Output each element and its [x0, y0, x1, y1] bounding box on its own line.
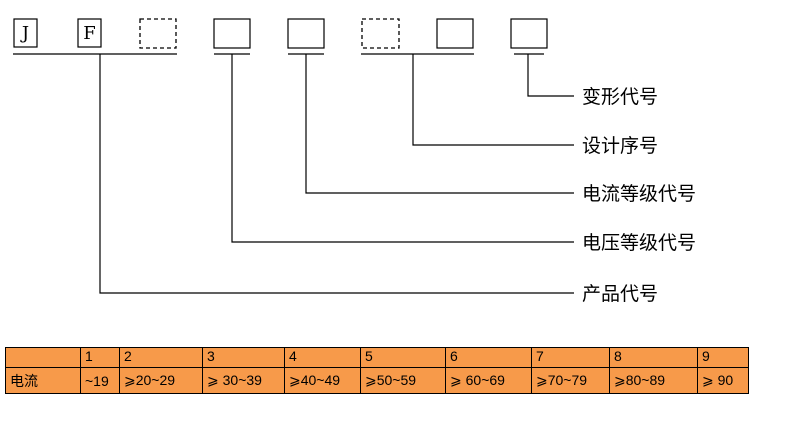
table-row-label: 电流 [5, 367, 81, 394]
current-level-table: 1 2 3 4 5 6 7 8 9 电流 ~19 ⩾20~29 ⩾ 30~39 … [5, 347, 749, 394]
code-box-4 [213, 18, 251, 49]
table-header-cell: 1 [80, 347, 120, 368]
code-box-3-dashed [139, 18, 177, 49]
table-header-cell: 6 [445, 347, 532, 368]
label-product-code: 产品代号 [582, 283, 658, 305]
table-row-current: 电流 ~19 ⩾20~29 ⩾ 30~39 ⩾40~49 ⩾50~59 ⩾ 60… [5, 367, 749, 394]
code-box-5 [287, 18, 325, 49]
model-code-diagram: J F 变形代号 设计序号 电流等级代号 电压等级代号 产品代号 [13, 18, 696, 305]
leader-current [305, 54, 574, 194]
table-header-row: 1 2 3 4 5 6 7 8 9 [5, 347, 749, 368]
table-cell: ~19 [80, 367, 120, 394]
leader-design [412, 54, 574, 146]
table-header-cell [5, 347, 81, 368]
table-header-cell: 3 [202, 347, 285, 368]
leader-voltage [231, 54, 574, 243]
code-box-1-text: J [20, 23, 29, 44]
table-cell: ⩾40~49 [284, 367, 361, 394]
label-current-level-code: 电流等级代号 [582, 183, 696, 205]
table-cell: ⩾ 30~39 [202, 367, 285, 394]
label-voltage-level-code: 电压等级代号 [582, 232, 696, 254]
table-header-cell: 2 [119, 347, 203, 368]
table-cell: ⩾20~29 [119, 367, 203, 394]
table-header-cell: 8 [609, 347, 698, 368]
leader-variant [527, 54, 574, 97]
table-header-cell: 4 [284, 347, 361, 368]
code-box-2: F [77, 18, 102, 48]
label-design-serial: 设计序号 [582, 135, 658, 157]
label-variant-code: 变形代号 [582, 86, 658, 108]
table-header-cell: 5 [360, 347, 446, 368]
leader-product [99, 54, 574, 294]
table-header-cell: 9 [697, 347, 749, 368]
table-cell: ⩾70~79 [531, 367, 610, 394]
code-box-6-dashed [361, 18, 400, 49]
code-box-1: J [13, 18, 38, 48]
table-cell: ⩾ 90 [697, 367, 749, 394]
code-box-8 [510, 18, 548, 49]
table-cell: ⩾50~59 [360, 367, 446, 394]
code-box-2-text: F [83, 23, 96, 44]
table-header-cell: 7 [531, 347, 610, 368]
code-box-7 [436, 18, 474, 49]
table-cell: ⩾ 60~69 [445, 367, 532, 394]
table-cell: ⩾80~89 [609, 367, 698, 394]
